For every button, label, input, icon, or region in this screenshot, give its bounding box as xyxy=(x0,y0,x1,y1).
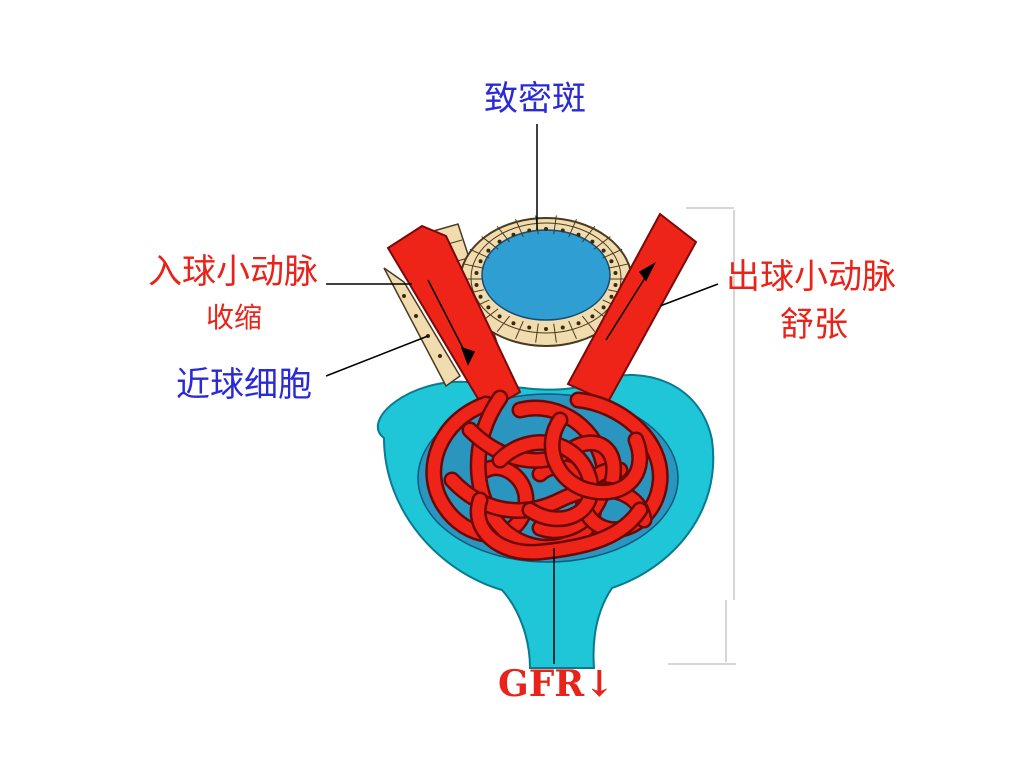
glomerular-capillary-tuft xyxy=(425,389,669,561)
macula-densa-nuclei xyxy=(474,227,618,331)
label-efferent-state: 舒张 xyxy=(780,305,848,345)
label-afferent-state: 收缩 xyxy=(206,301,263,334)
label-afferent-arteriole: 入球小动脉 xyxy=(148,252,318,292)
scan-frame-lines xyxy=(668,207,736,665)
label-efferent-arteriole: 出球小动脉 xyxy=(726,257,896,297)
label-juxtaglomerular-cells: 近球细胞 xyxy=(176,365,312,405)
macula-densa-tubule xyxy=(459,215,633,347)
afferent-arteriole xyxy=(386,224,522,414)
flow-arrows xyxy=(427,262,656,366)
label-gfr: GFR↓ xyxy=(498,663,615,705)
label-macula-densa: 致密斑 xyxy=(484,79,586,119)
leader-lines xyxy=(325,124,719,664)
